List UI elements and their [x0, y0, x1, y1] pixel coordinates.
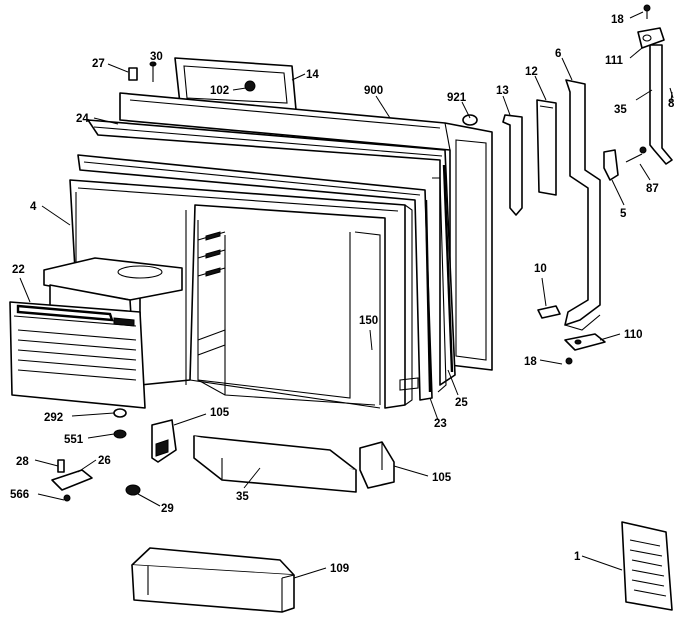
callout-30: 30: [150, 51, 163, 63]
callout-labels: 18 111 35 8 87 5 6 12 13 921 900 14 30 2…: [10, 14, 675, 575]
callout-12: 12: [525, 66, 538, 78]
callout-29: 29: [161, 503, 174, 515]
callout-23: 23: [434, 418, 447, 430]
callout-292: 292: [44, 412, 63, 424]
callout-10: 10: [534, 263, 547, 275]
callout-921: 921: [447, 92, 467, 104]
callout-900: 900: [364, 85, 383, 97]
lower-parts-group: [51, 408, 673, 613]
callout-35-bottom: 35: [236, 491, 249, 503]
callout-566: 566: [10, 489, 29, 501]
callout-22: 22: [12, 264, 25, 276]
callout-25: 25: [455, 397, 468, 409]
door-gasket-part: [87, 119, 456, 386]
callout-1: 1: [574, 551, 581, 563]
callout-18-bottom: 18: [524, 356, 537, 368]
callout-8: 8: [668, 98, 675, 110]
callout-14: 14: [306, 69, 319, 81]
callout-18-top: 18: [611, 14, 624, 26]
callout-105-right: 105: [432, 472, 452, 484]
callout-4: 4: [30, 201, 37, 213]
right-hardware-group: [128, 4, 674, 365]
callout-551: 551: [64, 434, 84, 446]
callout-27: 27: [92, 58, 105, 70]
callout-5: 5: [620, 208, 627, 220]
callout-87: 87: [646, 183, 659, 195]
callout-105-left: 105: [210, 407, 230, 419]
callout-102: 102: [210, 85, 229, 97]
callout-35-right: 35: [614, 104, 627, 116]
inner-frame-part: [77, 154, 447, 401]
callout-109: 109: [330, 563, 349, 575]
callout-28: 28: [16, 456, 29, 468]
outer-door-panel-part: [119, 92, 493, 371]
callout-13: 13: [496, 85, 509, 97]
callout-24: 24: [76, 113, 89, 125]
callout-110: 110: [624, 329, 643, 341]
callout-111: 111: [605, 55, 624, 67]
dairy-door-part: [9, 301, 146, 409]
callout-26: 26: [98, 455, 111, 467]
leader-lines: [19, 11, 673, 579]
callout-150: 150: [359, 315, 378, 327]
callout-6: 6: [555, 48, 561, 60]
